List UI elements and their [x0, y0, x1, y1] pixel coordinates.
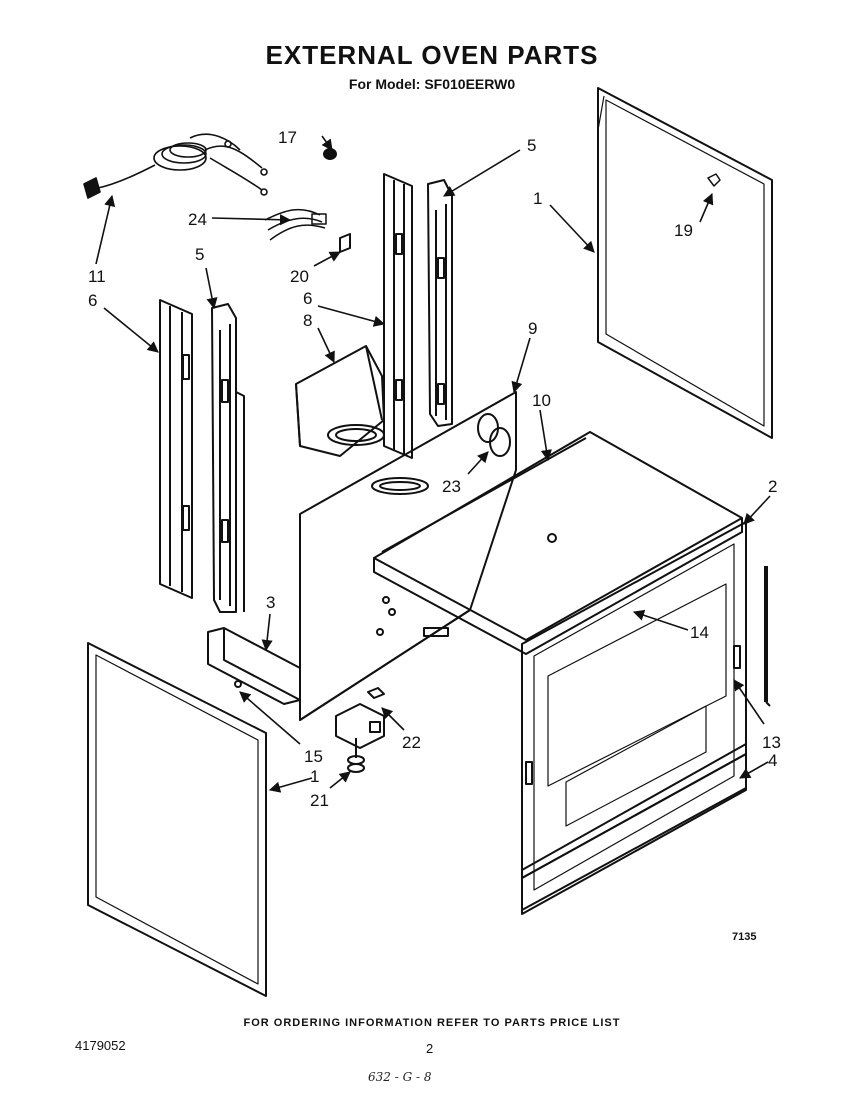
clip: [339, 233, 351, 253]
side-trim-right: [427, 179, 453, 427]
callout-6-left: 6: [88, 291, 97, 310]
callout-15: 15: [304, 747, 323, 766]
side-panel-left: [87, 642, 267, 997]
callout-3: 3: [266, 593, 275, 612]
callout-21: 21: [310, 791, 329, 810]
page-number: 2: [426, 1041, 434, 1056]
channel-bracket: [207, 627, 301, 705]
vent-duct: [295, 345, 385, 457]
plug-button: [323, 148, 337, 160]
callout-8: 8: [303, 311, 312, 330]
ordering-note: FOR ORDERING INFORMATION REFER TO PARTS …: [243, 1017, 621, 1029]
callout-19: 19: [674, 221, 693, 240]
oven-bottom: [373, 431, 743, 655]
callout-5-right: 5: [527, 136, 536, 155]
callout-13: 13: [762, 733, 781, 752]
power-cord: [83, 133, 268, 199]
page-title: EXTERNAL OVEN PARTS: [265, 40, 599, 70]
callout-14: 14: [690, 623, 709, 642]
callout-6-right: 6: [303, 289, 312, 308]
callout-1-right: 1: [533, 189, 542, 208]
callout-10: 10: [532, 391, 551, 410]
callout-2: 2: [768, 477, 777, 496]
side-trim-left: [211, 303, 245, 613]
model-subtitle: For Model: SF010EERW0: [348, 76, 516, 92]
leveling-leg: [347, 738, 365, 773]
leg-bracket: [335, 687, 385, 749]
handwritten-note: 632 - G - 8: [368, 1070, 432, 1084]
callout-23: 23: [442, 477, 461, 496]
callout-5-left: 5: [195, 245, 204, 264]
rear-channel-left: [159, 299, 193, 599]
callout-4: 4: [768, 751, 777, 770]
callout-9: 9: [528, 319, 537, 338]
document-number: 4179052: [75, 1038, 126, 1053]
side-panel-right: [597, 87, 773, 439]
wire-harness: [264, 208, 327, 241]
kick-plate: [521, 743, 747, 915]
screw: [234, 680, 242, 688]
callout-11: 11: [88, 267, 106, 286]
callout-24: 24: [188, 210, 207, 229]
callout-17: 17: [278, 128, 297, 147]
figure-number: 7135: [732, 931, 757, 943]
support-rod: [764, 566, 771, 707]
callout-1-left: 1: [310, 767, 319, 786]
rear-channel-right: [383, 173, 413, 459]
callout-22: 22: [402, 733, 421, 752]
callout-20: 20: [290, 267, 309, 286]
